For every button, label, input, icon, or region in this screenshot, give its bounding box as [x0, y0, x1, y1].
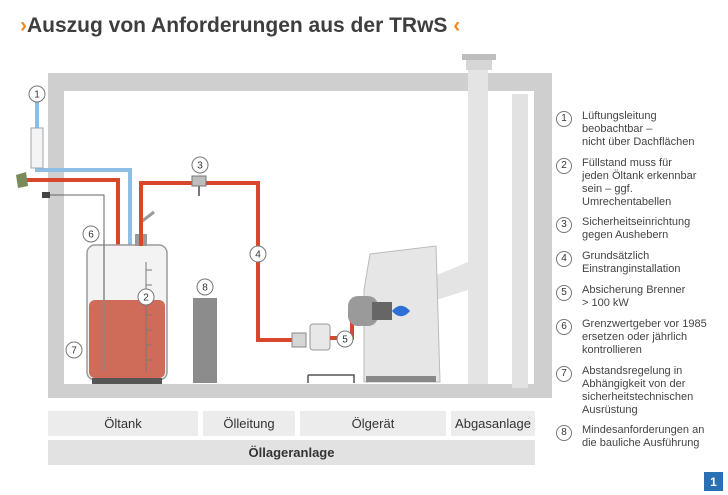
callout-7: 7 [65, 341, 83, 359]
legend-text: Füllstand muss für jeden Öltank erkennba… [582, 157, 697, 208]
legend-number: 8 [556, 425, 572, 441]
structural-element [193, 298, 217, 383]
vent-line [30, 98, 132, 262]
legend-number: 2 [556, 158, 572, 174]
inner-right-wall [512, 94, 528, 388]
svg-text:7: 7 [71, 346, 77, 357]
legend-number: 3 [556, 217, 572, 233]
legend-item-3: 3 Sicherheitseinrichtung gegen Aushebern [556, 216, 724, 244]
callout-2: 2 [137, 288, 155, 306]
legend-text: Abstandsregelung in Abhängigkeit von der… [582, 365, 694, 416]
legend-text: Grundsätzlich Einstranginstallation [582, 250, 681, 275]
legend-number: 6 [556, 319, 572, 335]
building-walls [48, 73, 552, 398]
legend-number: 1 [556, 111, 572, 127]
oil-fittings [291, 312, 355, 383]
legend-item-6: 6 Grenzwertgeber vor 1985 ersetzen oder … [556, 318, 724, 358]
legend-number: 4 [556, 251, 572, 267]
overfill-signal-icon [42, 192, 50, 198]
fill-nozzle-icon [16, 172, 28, 188]
category-oelgeraet: Ölgerät [300, 411, 446, 436]
category-oeltank: Öltank [48, 411, 198, 436]
category-abgasanlage: Abgasanlage [451, 411, 535, 436]
legend-number: 7 [556, 366, 572, 382]
callout-5: 5 [336, 330, 354, 348]
left-wall [48, 73, 64, 389]
legend-item-4: 4 Grundsätzlich Einstranginstallation [556, 250, 724, 278]
legend-text: Lüftungsleitung beobachtbar – nicht über… [582, 110, 695, 148]
right-wall [534, 73, 552, 389]
floor-slab [48, 384, 552, 398]
title-text: Auszug von Anforderungen aus der TRwS [27, 14, 448, 37]
burner-flame-icon [392, 305, 410, 317]
callout-1: 1 [28, 85, 46, 103]
svg-text:2: 2 [143, 293, 149, 304]
anti-siphon-valve-icon [191, 175, 207, 196]
legend: 1 Lüftungsleitung beobachtbar – nicht üb… [556, 110, 724, 452]
heating-boiler [348, 245, 441, 383]
svg-text:4: 4 [255, 250, 261, 261]
oil-system-diagram: 1 2 3 4 5 6 7 8 [16, 54, 552, 398]
svg-text:5: 5 [342, 335, 348, 346]
page-title: ›Auszug von Anforderungen aus der TRwS ‹ [20, 14, 460, 38]
legend-item-1: 1 Lüftungsleitung beobachtbar – nicht üb… [556, 110, 724, 150]
legend-text: Sicherheitseinrichtung gegen Aushebern [582, 216, 691, 241]
legend-text: Mindesanforderungen an die bauliche Ausf… [582, 424, 705, 449]
legend-item-5: 5 Absicherung Brenner > 100 kW [556, 284, 724, 312]
title-prefix-chevron: › [20, 14, 27, 37]
title-suffix-chevron: ‹ [453, 14, 461, 37]
legend-number: 5 [556, 285, 572, 301]
fill-line [16, 172, 120, 262]
callout-4: 4 [249, 245, 267, 263]
legend-item-2: 2 Füllstand muss für jeden Öltank erkenn… [556, 157, 724, 209]
svg-text:3: 3 [197, 161, 203, 172]
oil-line [139, 181, 300, 342]
ceiling-slab [48, 73, 552, 91]
svg-text:1: 1 [34, 90, 40, 101]
svg-text:8: 8 [202, 283, 208, 294]
oil-tank [86, 210, 168, 384]
legend-item-8: 8 Mindesanforderungen an die bauliche Au… [556, 424, 724, 452]
callout-8: 8 [196, 278, 214, 296]
category-group-oellageranlage: Öllageranlage [48, 440, 535, 465]
category-oelleitung: Ölleitung [203, 411, 295, 436]
legend-text: Grenzwertgeber vor 1985 ersetzen oder jä… [582, 318, 707, 356]
legend-text: Absicherung Brenner > 100 kW [582, 284, 686, 309]
page-number-badge: 1 [704, 472, 723, 491]
callout-3: 3 [191, 156, 209, 174]
legend-item-7: 7 Abstandsregelung in Abhängigkeit von d… [556, 365, 724, 418]
svg-text:6: 6 [88, 230, 94, 241]
callout-6: 6 [82, 225, 100, 243]
